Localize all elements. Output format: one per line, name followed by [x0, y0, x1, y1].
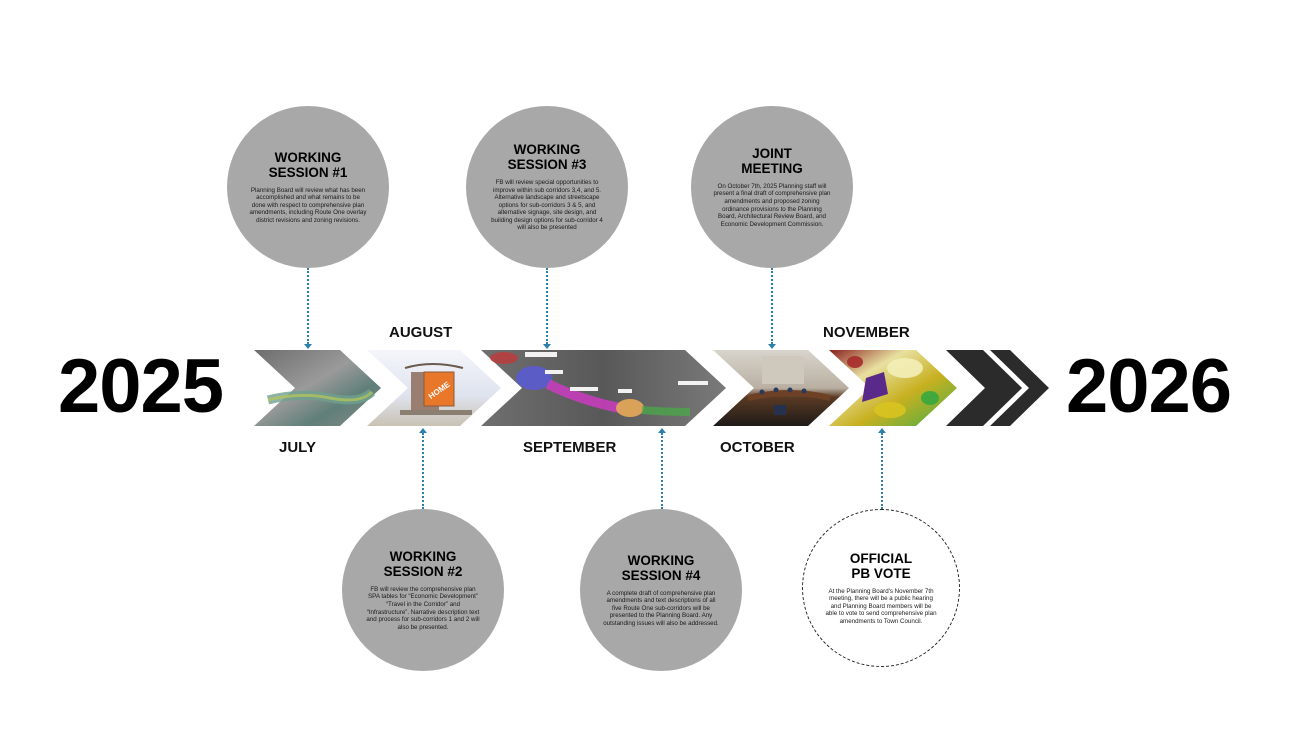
- chevron-october-meeting-photo: [713, 350, 849, 426]
- event-title: JOINT MEETING: [741, 145, 803, 176]
- connector-vote: [881, 433, 883, 509]
- month-label-september: SEPTEMBER: [523, 439, 617, 456]
- connector-ws4: [661, 433, 663, 509]
- month-label-july: JULY: [279, 439, 316, 456]
- connector-arrowhead-joint: [768, 344, 776, 349]
- event-working-session-4: WORKING SESSION #4 A complete draft of c…: [580, 509, 742, 671]
- event-title: WORKING SESSION #3: [507, 141, 587, 172]
- connector-joint: [771, 268, 773, 344]
- event-description: FB will review the comprehensive plan SP…: [366, 585, 480, 631]
- arrow-chevron-1: [946, 350, 1022, 426]
- arrow-chevron-2: [990, 350, 1049, 426]
- chevron-august-sign-rendering: HOME: [367, 350, 501, 426]
- start-year-label: 2025: [58, 344, 224, 429]
- event-title: WORKING SESSION #4: [621, 552, 701, 583]
- event-title: WORKING SESSION #2: [383, 548, 463, 579]
- chevron-september-corridor-map: [481, 350, 726, 426]
- event-description: FB will review special opportunities to …: [491, 178, 603, 232]
- connector-arrowhead-vote: [878, 428, 886, 433]
- chevron-july-aerial-map: [254, 350, 381, 426]
- event-description: A complete draft of comprehensive plan a…: [603, 589, 719, 627]
- event-working-session-1: WORKING SESSION #1 Planning Board will r…: [227, 106, 389, 268]
- event-description: On October 7th, 2025 Planning staff will…: [713, 182, 831, 228]
- month-label-october: OCTOBER: [720, 439, 795, 456]
- event-official-pb-vote: OFFICIAL PB VOTE At the Planning Board's…: [802, 509, 960, 667]
- event-description: Planning Board will review what has been…: [249, 186, 367, 224]
- connector-arrowhead-ws3: [543, 344, 551, 349]
- connector-ws3: [546, 268, 548, 344]
- month-label-august: AUGUST: [389, 324, 453, 341]
- event-description: At the Planning Board's November 7th mee…: [825, 587, 937, 625]
- connector-ws1: [307, 268, 309, 344]
- connector-arrowhead-ws1: [304, 344, 312, 349]
- chevron-november-zoning-map: [829, 350, 957, 426]
- event-title: WORKING SESSION #1: [268, 149, 348, 180]
- connector-arrowhead-ws2: [419, 428, 427, 433]
- event-working-session-2: WORKING SESSION #2 FB will review the co…: [342, 509, 504, 671]
- event-working-session-3: WORKING SESSION #3 FB will review specia…: [466, 106, 628, 268]
- month-label-november: NOVEMBER: [823, 324, 910, 341]
- event-title: OFFICIAL PB VOTE: [849, 550, 913, 581]
- connector-ws2: [422, 433, 424, 509]
- event-joint-meeting: JOINT MEETING On October 7th, 2025 Plann…: [691, 106, 853, 268]
- connector-arrowhead-ws4: [658, 428, 666, 433]
- end-year-label: 2026: [1066, 344, 1232, 429]
